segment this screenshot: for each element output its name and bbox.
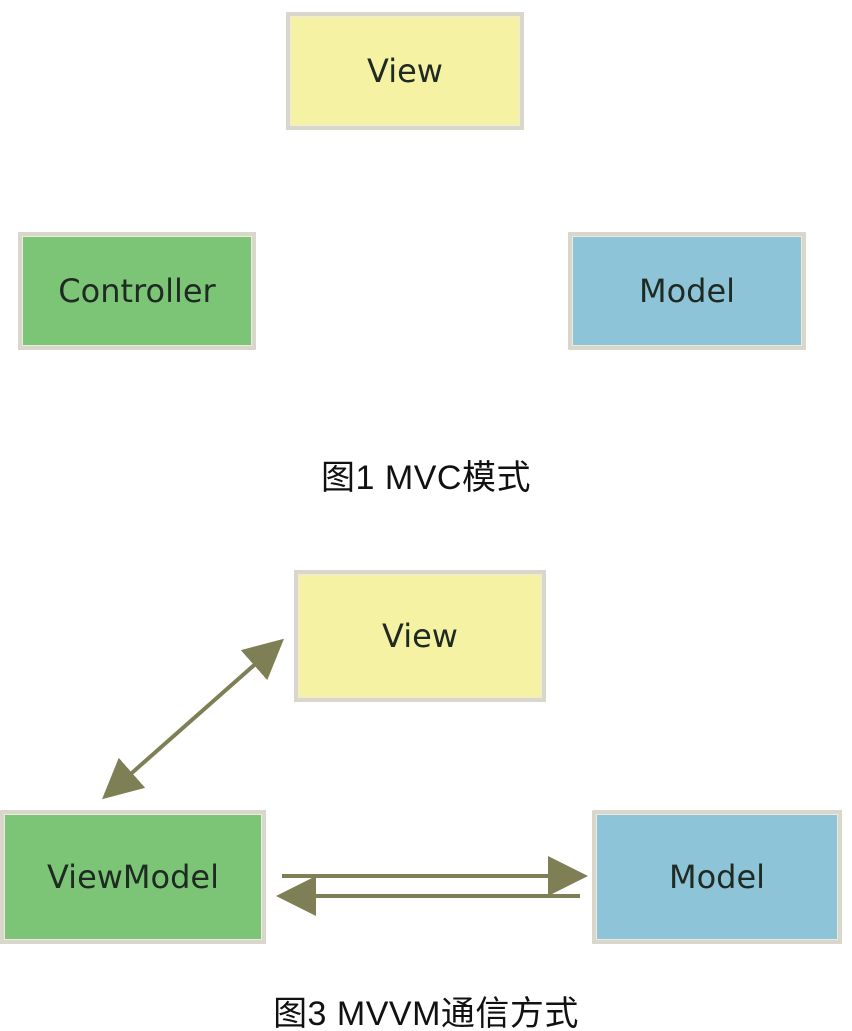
mvvm-view-box: View xyxy=(294,570,546,702)
mvc-controller-box: Controller xyxy=(18,232,256,350)
mvvm-viewmodel-label: ViewModel xyxy=(46,858,219,896)
mvvm-view-label: View xyxy=(382,617,458,655)
mvc-caption: 图1 MVC模式 xyxy=(321,459,531,497)
mvc-controller-label: Controller xyxy=(58,272,216,310)
mvc-view-label: View xyxy=(367,52,443,90)
viewmodel-view-arrow xyxy=(102,638,284,800)
mvvm-caption: 图3 MVVM通信方式 xyxy=(273,995,579,1031)
mvvm-viewmodel-box: ViewModel xyxy=(0,810,266,944)
mvc-model-label: Model xyxy=(638,272,736,310)
mvc-view-box: View xyxy=(286,12,524,130)
mvvm-model-label: Model xyxy=(668,858,766,896)
mvc-model-box: Model xyxy=(568,232,806,350)
mvvm-model-box: Model xyxy=(592,810,842,944)
